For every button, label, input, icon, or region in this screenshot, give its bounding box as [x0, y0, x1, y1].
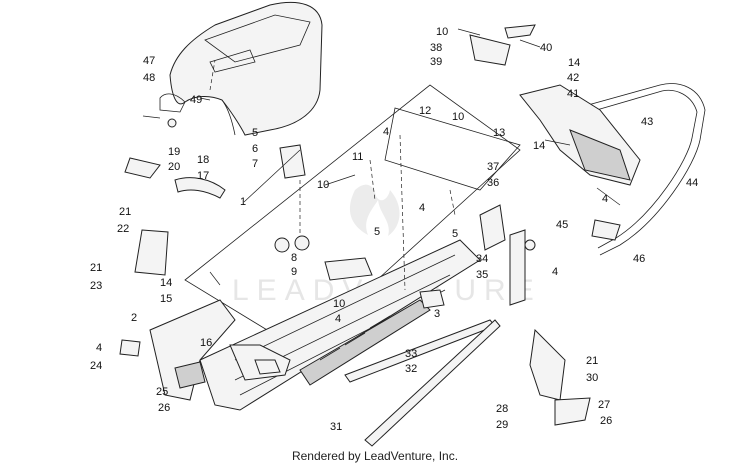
callout-3: 3 [434, 308, 440, 320]
callout-42: 42 [567, 72, 579, 84]
callout-35: 35 [476, 269, 488, 281]
callout-21: 21 [90, 262, 102, 274]
callout-14: 14 [568, 57, 580, 69]
callout-2: 2 [131, 312, 137, 324]
callout-4: 4 [96, 342, 102, 354]
callout-4: 4 [383, 126, 389, 138]
callout-47: 47 [143, 55, 155, 67]
callout-8: 8 [291, 252, 297, 264]
callout-37: 37 [487, 161, 499, 173]
callout-5: 5 [374, 226, 380, 238]
callout-12: 12 [419, 105, 431, 117]
rail-32 [344, 319, 501, 447]
callout-21: 21 [586, 355, 598, 367]
callout-33: 33 [405, 348, 417, 360]
callout-45: 45 [556, 219, 568, 231]
footer-credit: Rendered by LeadVenture, Inc. [291, 449, 459, 463]
callout-32: 32 [405, 363, 417, 375]
callout-5: 5 [452, 228, 458, 240]
callout-1: 1 [240, 196, 246, 208]
callout-36: 36 [487, 177, 499, 189]
callout-10: 10 [333, 298, 345, 310]
callout-9: 9 [291, 266, 297, 278]
callout-39: 39 [430, 56, 442, 68]
callout-15: 15 [160, 293, 172, 305]
callout-20: 20 [168, 161, 180, 173]
callout-17: 17 [197, 170, 209, 182]
callout-27: 27 [598, 399, 610, 411]
callout-14: 14 [160, 277, 172, 289]
snowflap-43 [519, 84, 641, 186]
leader-lines [142, 28, 621, 291]
callout-34: 34 [476, 253, 488, 265]
seat-assembly [159, 1, 323, 136]
callout-49: 49 [190, 94, 202, 106]
tunnel-assembly [149, 84, 521, 411]
callout-22: 22 [117, 223, 129, 235]
callout-28: 28 [496, 403, 508, 415]
callout-4: 4 [419, 202, 425, 214]
callout-6: 6 [252, 143, 258, 155]
callout-29: 29 [496, 419, 508, 431]
callout-23: 23 [90, 280, 102, 292]
callout-10: 10 [317, 179, 329, 191]
callout-4: 4 [335, 313, 341, 325]
callout-13: 13 [493, 127, 505, 139]
callout-19: 19 [168, 146, 180, 158]
callout-10: 10 [436, 26, 448, 38]
callout-4: 4 [552, 266, 558, 278]
callout-31: 31 [330, 421, 342, 433]
callout-16: 16 [200, 337, 212, 349]
callout-38: 38 [430, 42, 442, 54]
callout-4: 4 [602, 193, 608, 205]
callout-26: 26 [600, 415, 612, 427]
callout-10: 10 [452, 111, 464, 123]
callout-21: 21 [119, 206, 131, 218]
callout-46: 46 [633, 253, 645, 265]
callout-26: 26 [158, 402, 170, 414]
callout-11: 11 [352, 151, 363, 163]
callout-7: 7 [252, 158, 258, 170]
callout-43: 43 [641, 116, 653, 128]
callout-18: 18 [197, 154, 209, 166]
callout-48: 48 [143, 72, 155, 84]
bumper-44 [569, 83, 706, 256]
callout-44: 44 [686, 177, 698, 189]
callout-40: 40 [540, 42, 552, 54]
callout-5: 5 [252, 127, 258, 139]
callout-24: 24 [90, 360, 102, 372]
callout-25: 25 [156, 386, 168, 398]
callout-41: 41 [567, 88, 579, 100]
callout-30: 30 [586, 372, 598, 384]
small-parts [119, 24, 621, 426]
callout-14: 14 [533, 140, 545, 152]
